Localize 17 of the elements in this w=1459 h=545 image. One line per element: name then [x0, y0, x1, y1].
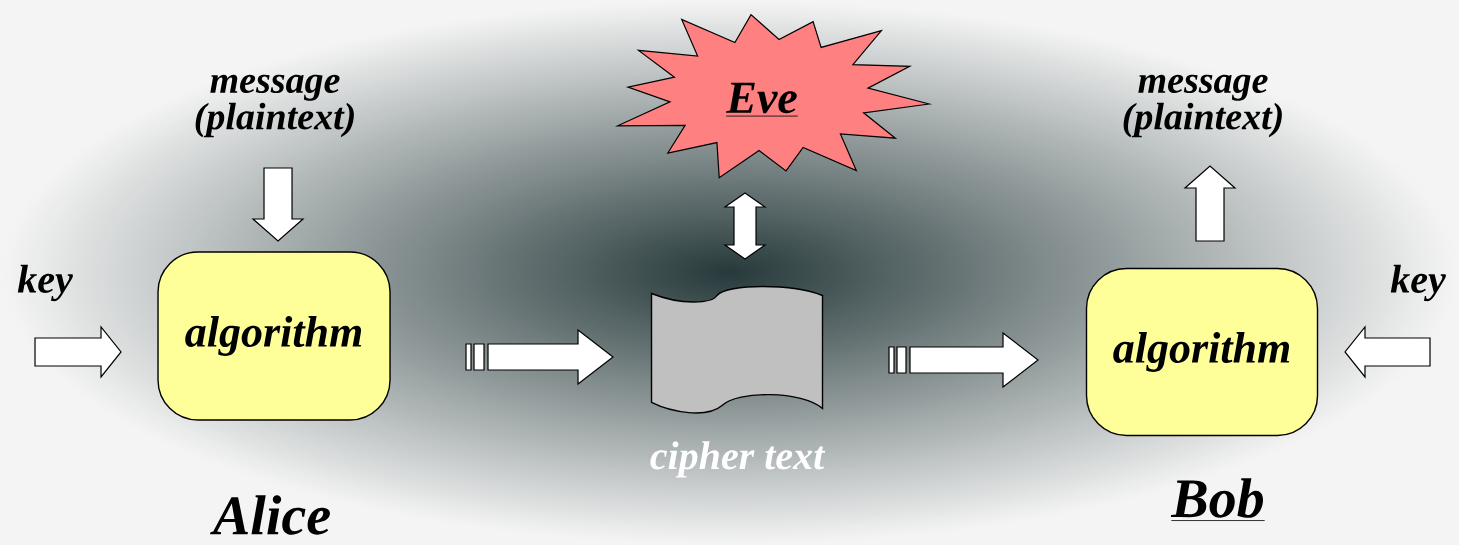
text-label: message (plaintext) [195, 74, 354, 138]
block-arrow [723, 192, 767, 260]
person-name: Alice [210, 495, 330, 535]
cipher-text-document: cipher text [650, 285, 826, 478]
block-arrow [1183, 165, 1237, 242]
text-label: message (plaintext) [1123, 74, 1282, 138]
person-name: Bob [1170, 478, 1266, 521]
block-arrow [34, 325, 122, 379]
block-arrow [251, 167, 305, 242]
text-label: key [17, 264, 73, 302]
block-arrow [1344, 325, 1431, 379]
node-label: cipher text [650, 441, 826, 478]
text-label: key [1390, 264, 1446, 302]
block-arrow [888, 331, 1039, 389]
process-box: algorithm [157, 251, 391, 421]
process-box: algorithm [1085, 267, 1319, 437]
block-arrow [465, 328, 614, 386]
